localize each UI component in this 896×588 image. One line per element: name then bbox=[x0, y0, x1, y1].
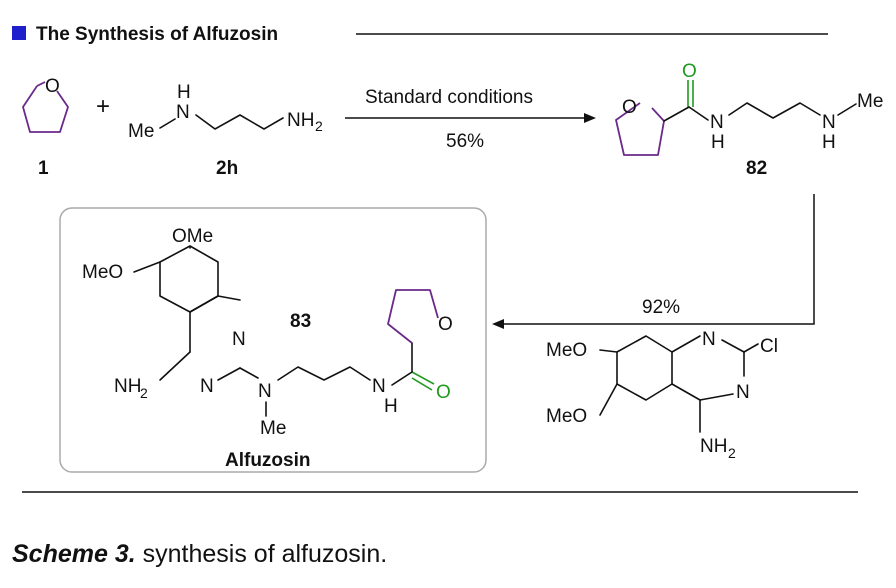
svg-text:NH: NH bbox=[114, 376, 141, 397]
svg-text:Me: Me bbox=[128, 121, 154, 142]
svg-text:O: O bbox=[622, 97, 637, 118]
reaction2-yield: 92% bbox=[642, 297, 680, 318]
svg-text:Me: Me bbox=[857, 91, 883, 112]
header-marker bbox=[12, 26, 26, 40]
svg-text:O: O bbox=[682, 61, 697, 82]
reaction1-yield: 56% bbox=[446, 131, 484, 152]
svg-text:H: H bbox=[384, 396, 398, 417]
amine-2h-molecule: Me N H NH 2 bbox=[128, 82, 323, 142]
svg-text:H: H bbox=[711, 132, 725, 153]
svg-text:MeO: MeO bbox=[546, 340, 587, 361]
svg-text:OMe: OMe bbox=[172, 226, 213, 247]
caption-text: synthesis of alfuzosin. bbox=[135, 540, 388, 568]
thf-oxygen: O bbox=[45, 76, 60, 97]
caption-label: Scheme 3. bbox=[12, 540, 136, 568]
svg-text:N: N bbox=[710, 112, 724, 133]
svg-text:N: N bbox=[736, 382, 750, 403]
svg-text:NH: NH bbox=[700, 436, 727, 457]
svg-text:NH: NH bbox=[287, 110, 314, 131]
svg-text:2: 2 bbox=[728, 445, 736, 461]
compound-1-label: 1 bbox=[38, 158, 49, 179]
thf-molecule: O bbox=[22, 76, 69, 133]
svg-text:N: N bbox=[822, 112, 836, 133]
svg-text:N: N bbox=[176, 102, 190, 123]
svg-text:2: 2 bbox=[315, 118, 323, 134]
reaction-scheme: The Synthesis of Alfuzosin O 1 + Me N H … bbox=[12, 24, 883, 493]
compound-2h-label: 2h bbox=[216, 158, 238, 179]
alfuzosin-molecule: OMe MeO N NH 2 N N Me N H O O bbox=[82, 226, 453, 439]
scheme-title: The Synthesis of Alfuzosin bbox=[36, 24, 278, 45]
compound-83-label: 83 bbox=[290, 311, 311, 332]
svg-text:N: N bbox=[232, 329, 246, 350]
svg-text:O: O bbox=[438, 314, 453, 335]
svg-text:N: N bbox=[702, 329, 716, 350]
svg-text:MeO: MeO bbox=[546, 406, 587, 427]
reaction2-arrow bbox=[500, 194, 815, 325]
product-box bbox=[59, 207, 487, 473]
svg-text:O: O bbox=[436, 382, 451, 403]
svg-text:2: 2 bbox=[140, 385, 148, 401]
reaction1-condition: Standard conditions bbox=[365, 87, 533, 108]
svg-text:N: N bbox=[258, 381, 272, 402]
svg-text:MeO: MeO bbox=[82, 262, 123, 283]
svg-text:Me: Me bbox=[260, 418, 286, 439]
svg-text:N: N bbox=[200, 376, 214, 397]
svg-text:H: H bbox=[177, 82, 191, 103]
compound-82-molecule: O O N H N H Me bbox=[615, 61, 883, 156]
svg-text:N: N bbox=[372, 376, 386, 397]
chloroquinazoline-molecule: MeO MeO N Cl N NH 2 bbox=[546, 329, 778, 461]
alfuzosin-name: Alfuzosin bbox=[225, 450, 311, 471]
scheme-caption: Scheme 3. synthesis of alfuzosin. bbox=[12, 540, 387, 569]
svg-text:Cl: Cl bbox=[760, 336, 778, 357]
compound-82-label: 82 bbox=[746, 158, 767, 179]
svg-text:H: H bbox=[822, 132, 836, 153]
plus-sign: + bbox=[96, 93, 110, 120]
